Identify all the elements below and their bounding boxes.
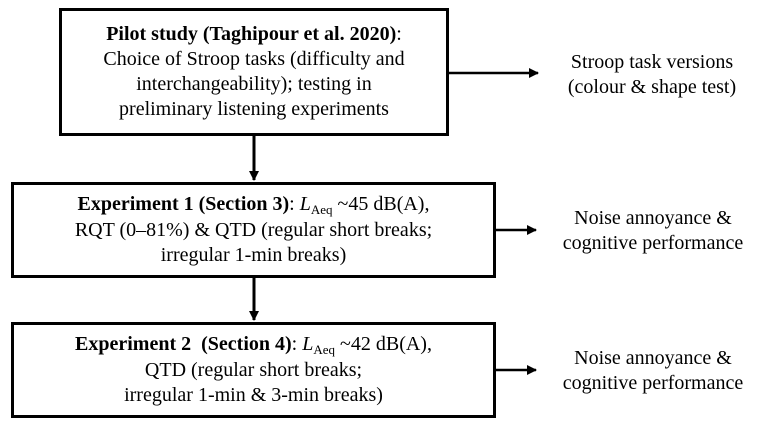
exp2-output-text: Noise annoyance & cognitive performance xyxy=(541,346,765,396)
exp2-colon: : xyxy=(291,333,303,355)
pilot-output-text: Stroop task versions (colour & shape tes… xyxy=(545,50,759,100)
exp2-l-subscript: Aeq xyxy=(313,342,336,357)
experiment-2-box: Experiment 2 (Section 4): LAeq ~42 dB(A)… xyxy=(11,322,496,418)
pilot-line-2: Choice of Stroop tasks (difficulty and xyxy=(103,48,405,70)
exp1-line-3: irregular 1-min breaks) xyxy=(160,244,347,266)
exp1-title-line: Experiment 1 (Section 3): LAeq ~45 dB(A)… xyxy=(14,192,493,218)
exp2-title: Experiment 2 (Section 4) xyxy=(75,333,292,355)
exp1-level: ~45 dB(A), xyxy=(332,193,430,215)
pilot-title: Pilot study (Taghipour et al. 2020) xyxy=(106,23,397,45)
exp2-line-3: irregular 1-min & 3-min breaks) xyxy=(124,384,383,406)
pilot-line-3: interchangeability); testing in xyxy=(136,73,372,95)
exp1-colon: : xyxy=(289,193,300,215)
exp2-l-symbol: L xyxy=(302,333,314,355)
exp2-title-line: Experiment 2 (Section 4): LAeq ~42 dB(A)… xyxy=(14,332,493,358)
exp2-output-line-2: cognitive performance xyxy=(562,372,744,394)
exp2-output-line-1: Noise annoyance & xyxy=(574,347,732,369)
exp1-line-2: RQT (0–81%) & QTD (regular short breaks; xyxy=(74,219,433,241)
pilot-study-box: Pilot study (Taghipour et al. 2020): Cho… xyxy=(59,8,449,136)
exp2-level: ~42 dB(A), xyxy=(335,333,432,355)
exp1-output-line-1: Noise annoyance & xyxy=(574,207,732,229)
exp1-l-subscript: Aeq xyxy=(310,202,333,217)
exp1-output-text: Noise annoyance & cognitive performance xyxy=(541,206,765,256)
exp2-line-2: QTD (regular short breaks; xyxy=(144,359,363,381)
exp1-title: Experiment 1 (Section 3) xyxy=(77,193,290,215)
pilot-title-line: Pilot study (Taghipour et al. 2020): xyxy=(62,22,446,47)
pilot-output-line-2: (colour & shape test) xyxy=(567,76,737,98)
pilot-output-line-1: Stroop task versions xyxy=(570,51,734,73)
exp1-l-symbol: L xyxy=(299,193,311,215)
pilot-line-4: preliminary listening experiments xyxy=(119,98,389,120)
experiment-1-box: Experiment 1 (Section 3): LAeq ~45 dB(A)… xyxy=(11,182,496,278)
pilot-title-colon: : xyxy=(396,23,402,45)
exp1-output-line-2: cognitive performance xyxy=(562,232,744,254)
